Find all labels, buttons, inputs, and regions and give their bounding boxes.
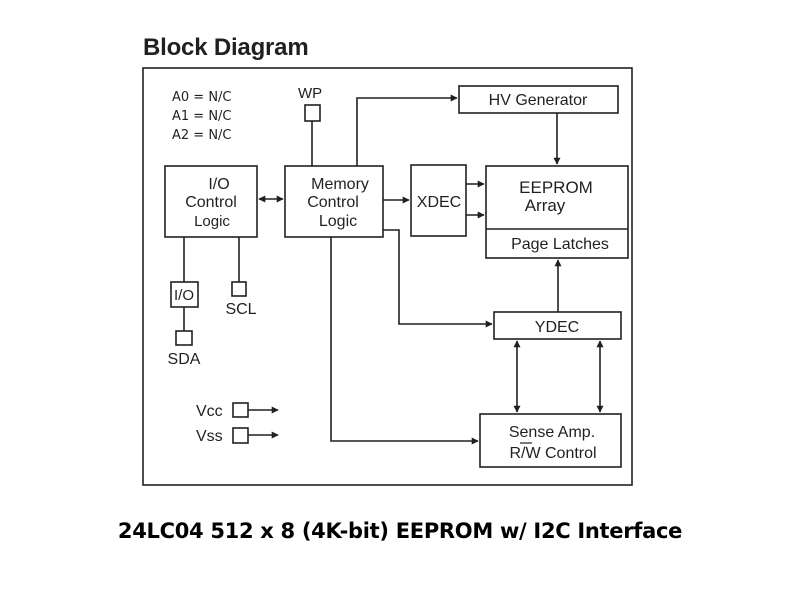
scl-pin-label: SCL <box>225 301 256 318</box>
memctl-to-sense-amp-wire <box>330 237 479 445</box>
memory-control-line1: Memory <box>311 176 369 193</box>
hv-generator-block <box>458 85 619 114</box>
wp-pin-label: WP <box>298 85 322 102</box>
eeprom-array-line1: EEPROM <box>519 178 593 197</box>
io-buffer-box <box>170 281 199 308</box>
memory-control-line2: Control <box>307 194 359 211</box>
memory-control-logic-block <box>284 165 384 238</box>
page-latches-label: Page Latches <box>511 236 609 253</box>
eeprom-array-block <box>485 165 629 259</box>
address-pin-a1: A1 = N/C <box>172 109 232 124</box>
io-buffer-label: I/O <box>174 287 194 304</box>
eeprom-array-line2: Array <box>525 196 566 215</box>
scl-pin <box>231 281 247 297</box>
memctl-to-ydec-wire <box>383 229 493 328</box>
io-control-line3: Logic <box>194 213 230 230</box>
diagram-title: Block Diagram <box>143 34 309 61</box>
vcc-pin-label: Vcc <box>196 403 223 420</box>
vcc-pin <box>232 402 249 418</box>
memory-control-line3: Logic <box>319 213 357 230</box>
io-control-line1: I/O <box>208 176 229 193</box>
vss-pin <box>232 427 249 444</box>
address-pin-a0: A0 = N/C <box>172 90 232 105</box>
sda-pin-label: SDA <box>168 351 201 368</box>
vss-pin-label: Vss <box>196 428 223 445</box>
sda-pin <box>175 330 193 346</box>
sense-amp-line1: Sense Amp. <box>509 424 595 441</box>
sense-amp-line2: R/W Control <box>509 445 596 462</box>
sense-amp-block <box>479 413 622 468</box>
ydec-block <box>493 311 622 340</box>
io-control-logic-block <box>164 165 258 238</box>
hv-generator-label: HV Generator <box>489 92 588 109</box>
wp-pin <box>304 104 321 122</box>
ydec-label: YDEC <box>535 319 579 336</box>
xdec-label: XDEC <box>417 194 461 211</box>
diagram-caption: 24LC04 512 x 8 (4K-bit) EEPROM w/ I2C In… <box>117 519 683 543</box>
memctl-to-hv-wire <box>356 94 458 166</box>
io-control-line2: Control <box>185 194 237 211</box>
address-pin-a2: A2 = N/C <box>172 128 232 143</box>
xdec-block <box>410 164 467 237</box>
diagram-frame <box>142 67 633 486</box>
